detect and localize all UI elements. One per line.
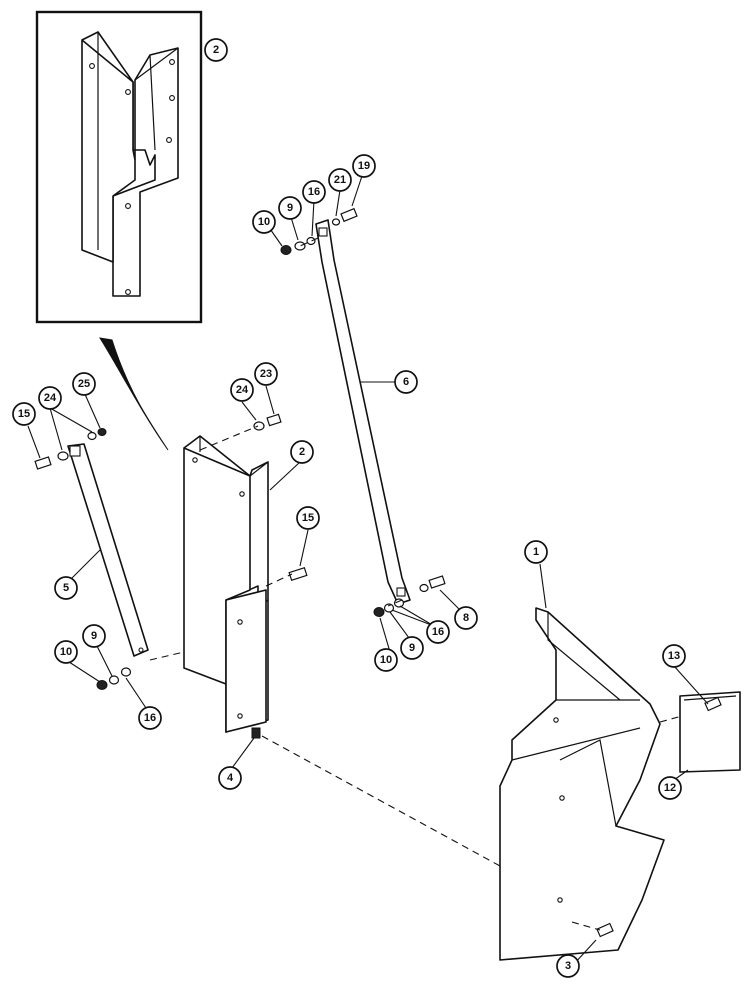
callout-2-number: 2 [299,446,305,458]
inset-pointer-arrow [98,337,169,451]
callout-6-circle [394,370,418,394]
callout-1-circle [524,540,548,564]
callout-10-left: 10 [54,640,78,664]
callout-16-right-number: 16 [432,626,444,638]
callout-23: 23 [254,362,278,386]
callout-15-left-circle [12,402,36,426]
callout-15-mid-number: 15 [302,512,314,524]
callout-10-left-number: 10 [60,646,72,658]
strap-part-5 [67,443,149,657]
callout-6: 6 [394,370,418,394]
callout-23-circle [254,362,278,386]
callout-16-right-circle [426,620,450,644]
callout-3-number: 3 [565,960,571,972]
callout-13-number: 13 [668,650,680,662]
callout-15-left: 15 [12,402,36,426]
callout-8-circle [454,606,478,630]
callout-24-left-number: 24 [44,392,57,404]
callout-9-top-circle [278,196,302,220]
panel-part-1 [499,607,665,961]
callouts: 1 2 3 4 5 6 8 9 9 9 10 10 10 12 13 15 15… [12,154,686,978]
callout-15-left-number: 15 [18,408,30,420]
callout-12: 12 [658,776,682,800]
callout-21-circle [328,168,352,192]
callout-9-right-number: 9 [409,642,415,654]
callout-10-top-circle [252,210,276,234]
callout-24-mid-number: 24 [236,384,249,396]
callout-12-circle [658,776,682,800]
callout-24-mid: 24 [230,378,254,402]
callout-9-top: 9 [278,196,302,220]
alignment-lines [149,237,683,931]
callout-10-right-number: 10 [380,654,392,666]
callout-19-circle [352,154,376,178]
callout-9-right-circle [400,636,424,660]
callout-15-mid: 15 [296,506,320,530]
leader-lines [27,175,709,965]
inset-callout [204,38,228,62]
callout-9-right: 9 [400,636,424,660]
callout-25-circle [72,372,96,396]
inset-bracket [81,31,179,297]
callout-5-circle [54,576,78,600]
callout-13-circle [662,644,686,668]
callout-10-right: 10 [374,648,398,672]
callout-2-circle [290,440,314,464]
callout-8: 8 [454,606,478,630]
callout-1: 1 [524,540,548,564]
callout-19-number: 19 [358,160,370,172]
callout-4-circle [218,766,242,790]
callout-15-mid-circle [296,506,320,530]
callout-3: 3 [556,954,580,978]
callout-5-number: 5 [63,582,69,594]
callout-1-number: 1 [533,546,539,558]
callout-9-top-number: 9 [287,202,293,214]
callout-2: 2 [290,440,314,464]
callout-21: 21 [328,168,352,192]
callout-25: 25 [72,372,96,396]
callout-6-number: 6 [403,376,409,388]
hardware-items [34,207,722,938]
callout-16-left-circle [138,706,162,730]
callout-4: 4 [218,766,242,790]
callout-16-top-circle [302,180,326,204]
callout-13: 13 [662,644,686,668]
callout-8-number: 8 [463,612,469,624]
inset-detail: 2 [35,10,228,324]
plate-part-12 [679,691,741,773]
callout-16-right: 16 [426,620,450,644]
callout-9-left-number: 9 [91,630,97,642]
callout-23-number: 23 [260,368,272,380]
bracket-part-2 [183,435,269,733]
callout-16-top: 16 [302,180,326,204]
callout-3-circle [556,954,580,978]
callout-10-top-number: 10 [258,216,270,228]
callout-10-right-circle [374,648,398,672]
callout-10-top: 10 [252,210,276,234]
callout-9-left-circle [82,624,106,648]
callout-16-top-number: 16 [308,186,320,198]
callout-10-left-circle [54,640,78,664]
callout-24-left: 24 [38,386,62,410]
callout-9-left: 9 [82,624,106,648]
rod-part-6 [315,219,411,605]
callout-19: 19 [352,154,376,178]
callout-16-left-number: 16 [144,712,156,724]
callout-24-mid-circle [230,378,254,402]
callout-4-number: 4 [227,772,234,784]
callout-21-number: 21 [334,174,346,186]
callout-16-left: 16 [138,706,162,730]
callout-5: 5 [54,576,78,600]
inset-callout-label: 2 [213,44,219,56]
callout-12-number: 12 [664,782,676,794]
callout-25-number: 25 [78,378,90,390]
callout-24-left-circle [38,386,62,410]
